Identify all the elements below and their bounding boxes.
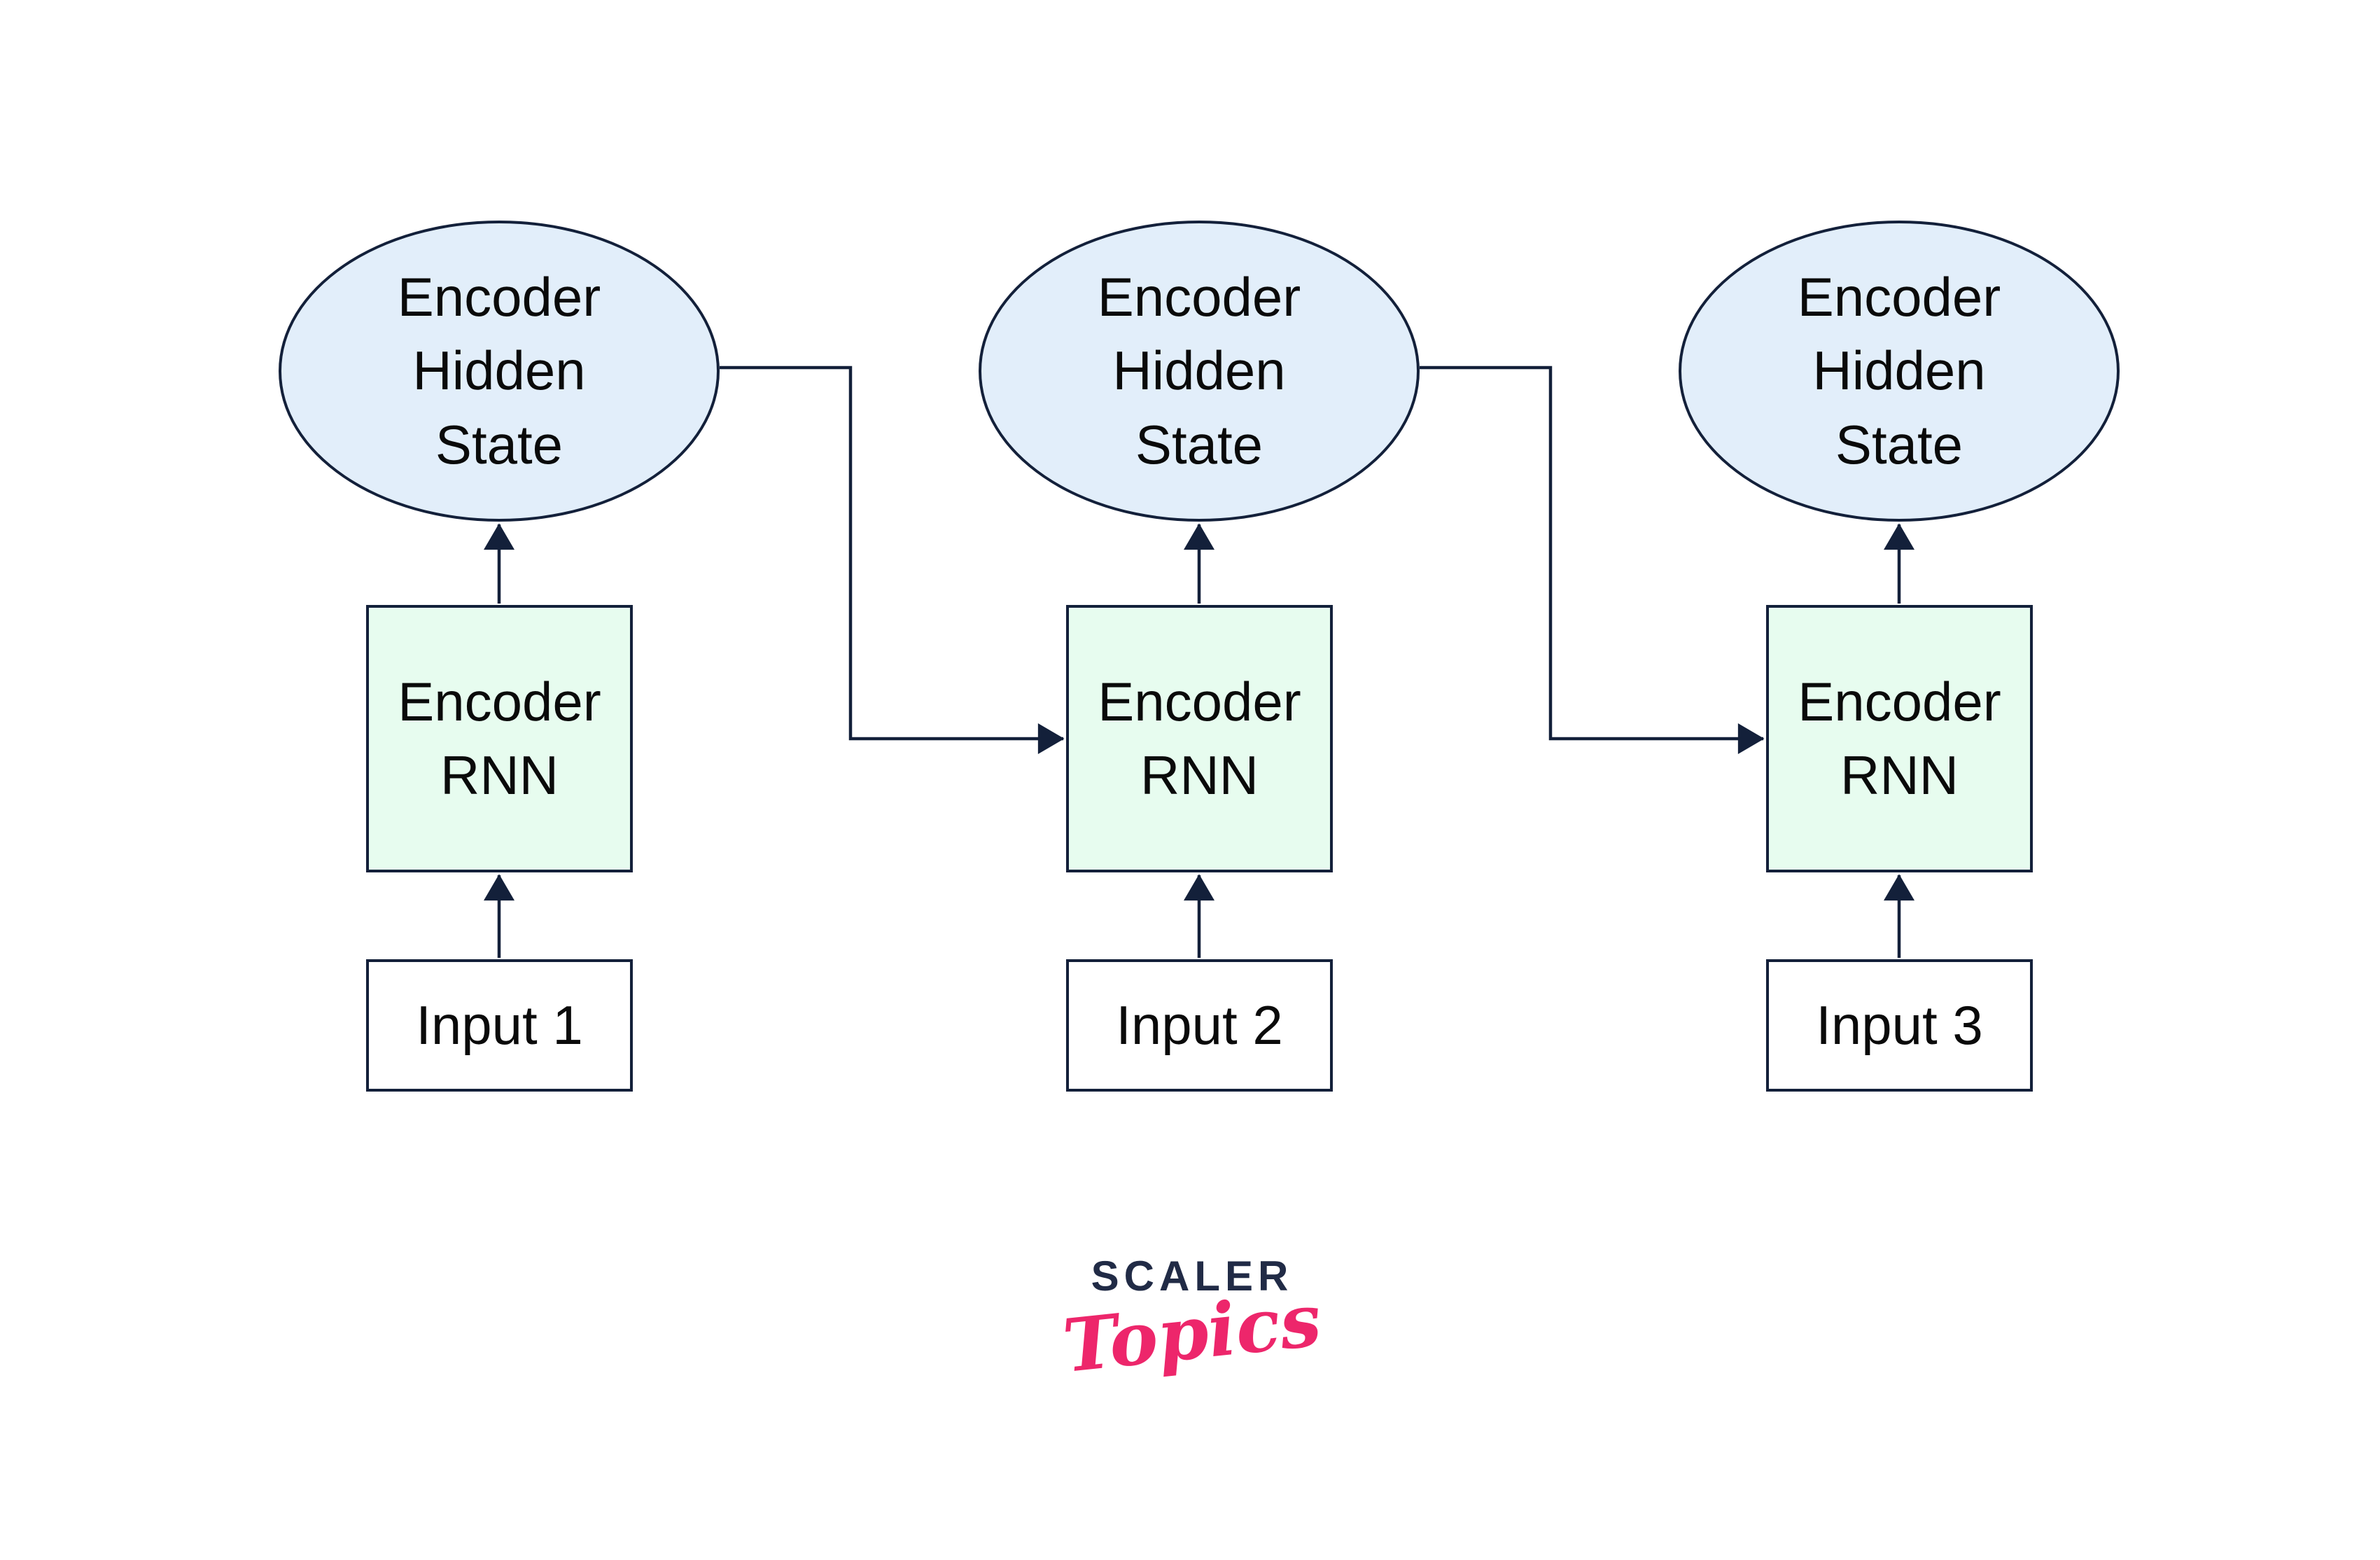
encoder-rnn-label-3: Encoder RNN — [1798, 670, 2001, 806]
encoder-hidden-state-label-2: Encoder Hidden State — [1097, 266, 1301, 475]
arrow-hidden1-to-rnn2 — [720, 365, 1065, 754]
encoder-hidden-state-node-3: Encoder Hidden State — [1679, 221, 2120, 522]
encoder-rnn-label-2: Encoder RNN — [1098, 670, 1301, 806]
input-label-3: Input 3 — [1816, 994, 1983, 1056]
encoder-hidden-state-label-3: Encoder Hidden State — [1797, 266, 2001, 475]
encoder-hidden-state-label-1: Encoder Hidden State — [397, 266, 601, 475]
input-node-2: Input 2 — [1066, 959, 1333, 1092]
scaler-topics-logo: SCALER Topics — [1017, 1252, 1367, 1389]
encoder-rnn-node-3: Encoder RNN — [1766, 605, 2033, 872]
encoder-rnn-label-1: Encoder RNN — [398, 670, 601, 806]
logo-brand-text: SCALER — [1091, 1253, 1294, 1300]
arrow-hidden2-to-rnn3 — [1420, 365, 1765, 754]
input-node-1: Input 1 — [366, 959, 633, 1092]
encoder-hidden-state-node-1: Encoder Hidden State — [279, 221, 720, 522]
encoder-rnn-node-2: Encoder RNN — [1066, 605, 1333, 872]
encoder-rnn-node-1: Encoder RNN — [366, 605, 633, 872]
encoder-hidden-state-node-2: Encoder Hidden State — [979, 221, 1420, 522]
input-label-1: Input 1 — [416, 994, 583, 1056]
input-label-2: Input 2 — [1116, 994, 1283, 1056]
input-node-3: Input 3 — [1766, 959, 2033, 1092]
